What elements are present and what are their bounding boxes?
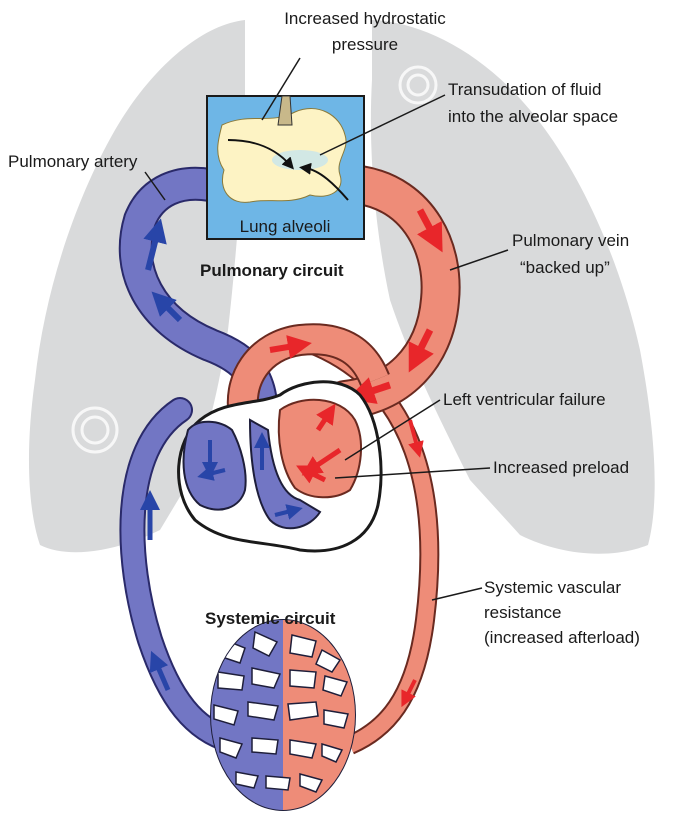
lung-alveoli-label: Lung alveoli (240, 217, 331, 236)
left-ventricular-failure-label: Left ventricular failure (443, 390, 606, 409)
hydrostatic-pressure-label-line2: pressure (332, 35, 398, 54)
lung-alveoli-inset: Lung alveoli (207, 96, 364, 239)
transudation-label-line2: into the alveolar space (448, 107, 618, 126)
transudation-label-line1: Transudation of fluid (448, 80, 601, 99)
svr-label-line2: resistance (484, 603, 561, 622)
pulmonary-circuit-label: Pulmonary circuit (200, 261, 344, 280)
left-heart-chambers (279, 400, 361, 498)
systemic-capillary-bed (205, 615, 361, 815)
increased-preload-label: Increased preload (493, 458, 629, 477)
svr-label-line3: (increased afterload) (484, 628, 640, 647)
svr-label-line1: Systemic vascular (484, 578, 621, 597)
pulmonary-vein-label-line1: Pulmonary vein (512, 231, 629, 250)
systemic-circuit-label: Systemic circuit (205, 609, 336, 628)
pulmonary-artery-label: Pulmonary artery (8, 152, 138, 171)
pulmonary-vein-label-line2: “backed up” (520, 258, 610, 277)
hydrostatic-pressure-label-line1: Increased hydrostatic (284, 9, 446, 28)
